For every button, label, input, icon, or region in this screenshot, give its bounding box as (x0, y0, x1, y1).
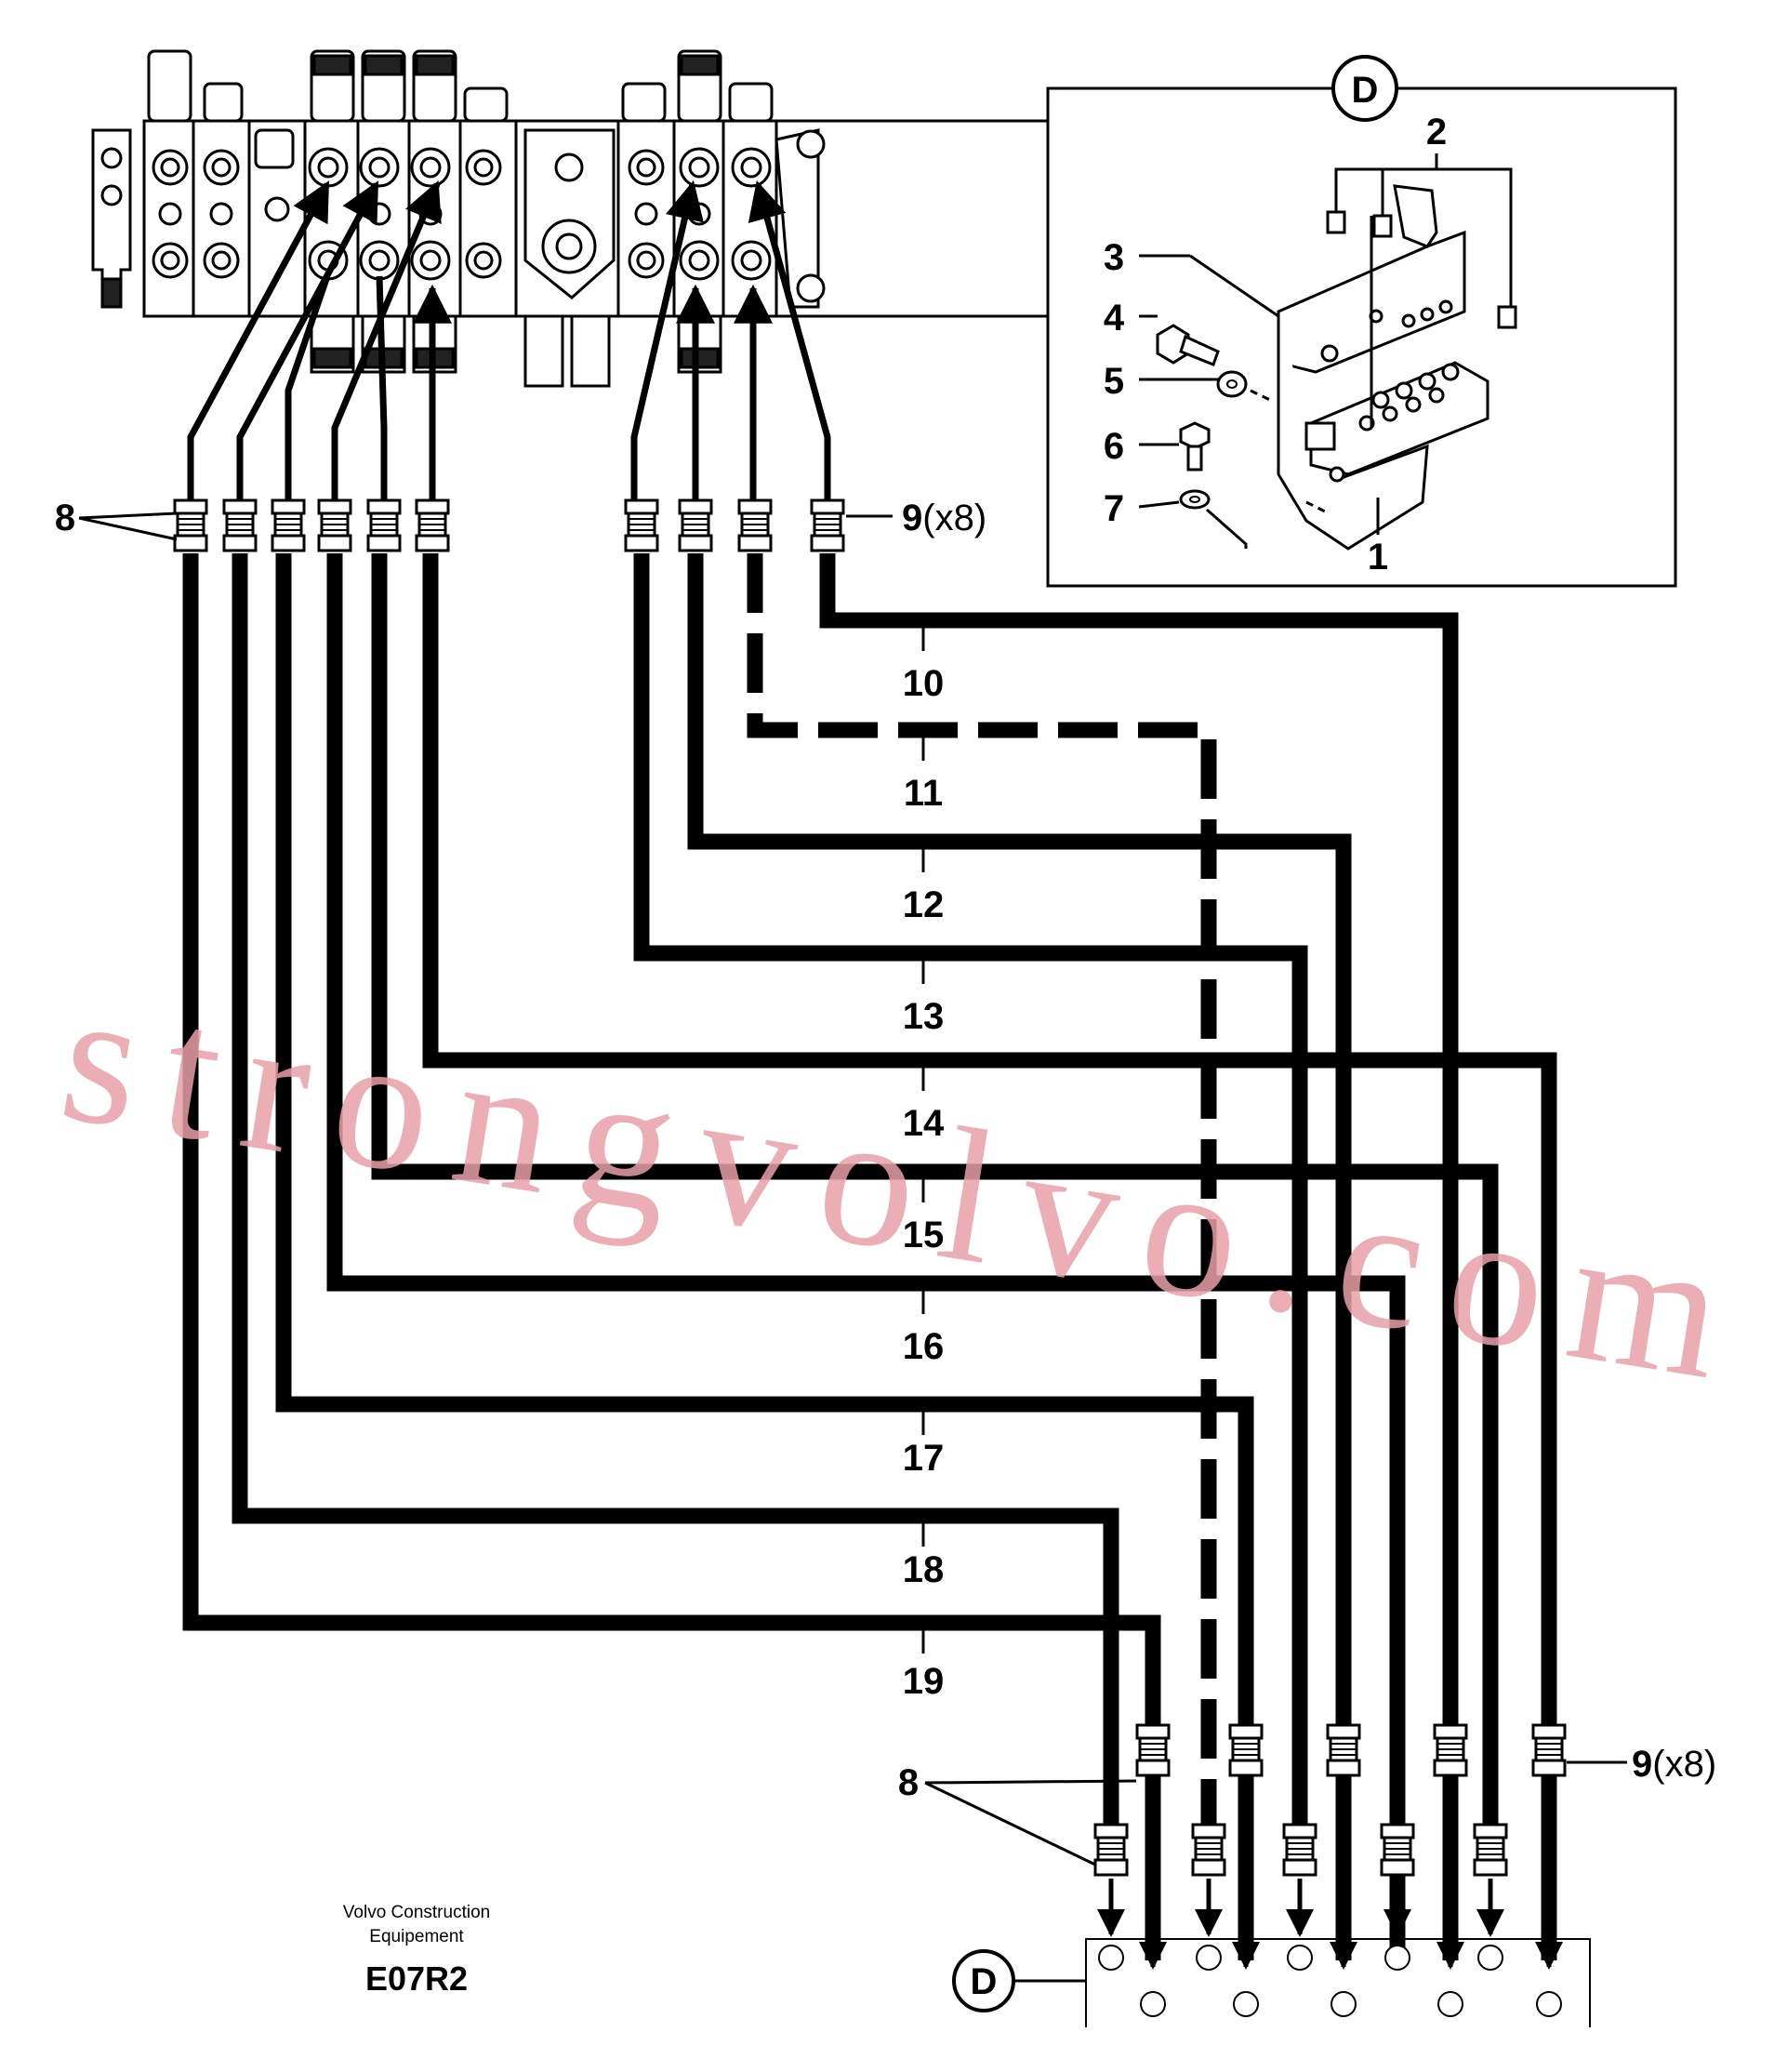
hose-number-labels: 10 11 12 13 14 15 16 17 (903, 625, 945, 1702)
fitting (415, 498, 450, 552)
bolt-4-icon (1156, 324, 1220, 366)
callout-d-top: D (1352, 70, 1379, 111)
hose-number-11: 11 (904, 773, 943, 814)
hose-number-15: 15 (903, 1215, 945, 1255)
hose-label-19: 19 (903, 1627, 945, 1702)
hose-label-10: 10 (903, 625, 945, 704)
hose-label-16: 16 (903, 1288, 945, 1367)
fitting (737, 498, 773, 552)
fitting (810, 498, 845, 552)
hose-number-19: 19 (903, 1661, 945, 1702)
hose-label-15: 15 (903, 1176, 945, 1255)
hose-number-17: 17 (903, 1438, 945, 1479)
callout-d-bottom: D (971, 1961, 998, 2002)
drawing-code: E07R2 (365, 1959, 468, 1998)
part-label-9-top: 9(x8) (902, 498, 986, 538)
part-label-9-bottom: 9(x8) (1632, 1744, 1716, 1785)
hose-label-12: 12 (903, 846, 945, 925)
callouts: 8 9(x8) 8 9(x8) (55, 498, 1716, 1866)
part-label-8-bottom: 8 (898, 1762, 919, 1803)
hose-number-14: 14 (903, 1103, 945, 1144)
hose-routes (182, 553, 1557, 1960)
hose-label-17: 17 (903, 1409, 945, 1479)
hose-number-16: 16 (903, 1326, 945, 1367)
hose-label-14: 14 (903, 1065, 945, 1144)
part-label-8-top: 8 (55, 498, 75, 538)
bolt-6-icon (1179, 421, 1211, 472)
fitting (366, 498, 402, 552)
caption: Volvo Construction Equipement E07R2 (343, 1903, 490, 1998)
hose-number-10: 10 (903, 663, 945, 704)
part-label-2: 2 (1426, 112, 1447, 153)
hose-number-18: 18 (903, 1549, 945, 1590)
watermark: strongvolvo.com (49, 949, 1735, 1419)
hose-number-12: 12 (903, 884, 945, 925)
detail-d-inset: D 2 3 (1046, 55, 1677, 588)
part-label-5: 5 (1104, 361, 1124, 402)
fitting (222, 498, 258, 552)
callout-d-circle (952, 1949, 1015, 2012)
hose-label-18: 18 (903, 1521, 945, 1590)
fitting (678, 498, 713, 552)
fitting (271, 498, 306, 552)
part-label-3: 3 (1104, 237, 1124, 278)
fitting (624, 498, 659, 552)
part-label-7: 7 (1104, 488, 1124, 529)
top-fittings (173, 498, 845, 552)
part-label-6: 6 (1104, 426, 1124, 467)
fitting (317, 498, 352, 552)
hose-label-13: 13 (903, 958, 945, 1037)
fitting (173, 498, 208, 552)
caption-equipement: Equipement (369, 1927, 464, 1946)
part-label-1: 1 (1368, 537, 1388, 578)
caption-company: Volvo Construction (343, 1903, 490, 1922)
manifold-d: D (952, 1938, 1591, 2027)
hose-label-11: 11 (904, 735, 943, 814)
pilot-lines (187, 179, 831, 502)
hose-number-13: 13 (903, 996, 945, 1037)
part-label-4: 4 (1104, 298, 1125, 339)
control-valve-block (91, 49, 1141, 388)
